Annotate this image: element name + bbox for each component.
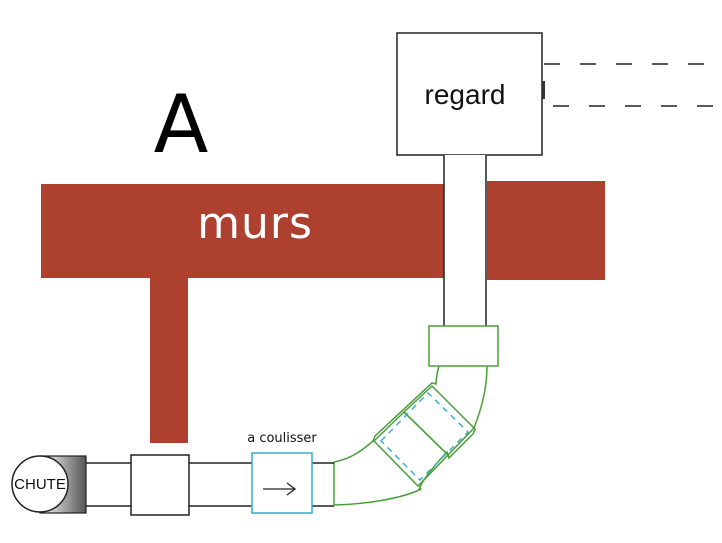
sliding-label: a coulisser — [247, 431, 317, 446]
elbow-fitting — [333, 325, 499, 506]
coupling-box — [130, 454, 190, 516]
title-letter: A — [154, 78, 209, 171]
arrow-right-icon — [263, 482, 297, 496]
manhole-outlet-mark — [542, 81, 545, 99]
dashed-lines — [544, 63, 722, 107]
wall-right-segment — [487, 181, 605, 280]
sliding-coupling: a coulisser — [247, 431, 317, 514]
wall: murs — [41, 181, 605, 443]
chute-connector: CHUTE — [11, 455, 87, 514]
wall-label: murs — [197, 198, 313, 249]
manhole-box: regard — [396, 32, 545, 156]
chute-circle — [11, 455, 69, 513]
wall-left-segment — [41, 184, 445, 278]
chute-label: CHUTE — [14, 476, 66, 493]
vertical-pipe — [443, 155, 487, 327]
manhole-label: regard — [425, 79, 506, 110]
wall-foundation — [150, 278, 188, 443]
